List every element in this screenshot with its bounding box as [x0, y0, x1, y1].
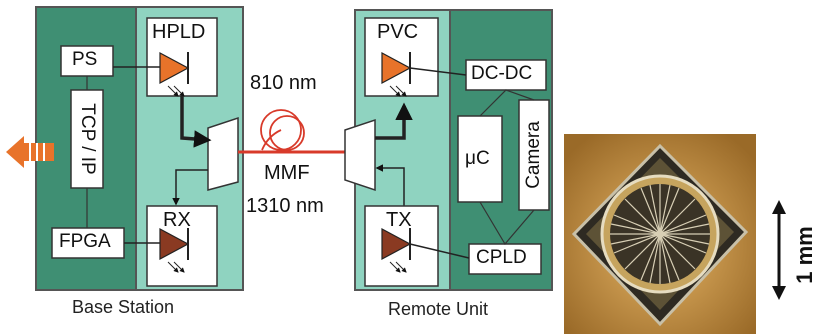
fpga-label: FPGA [59, 231, 111, 252]
dcdc-box [465, 59, 547, 91]
data-out-arrow-icon [6, 136, 54, 168]
tx-label: TX [386, 209, 412, 231]
camera-box [518, 99, 550, 211]
laser-diode-icon [113, 51, 190, 97]
base-station-caption: Base Station [72, 297, 175, 317]
dcdc-label: DC-DC [471, 63, 533, 84]
wavelength-810-label: 810 nm [250, 72, 317, 94]
fiber-link [238, 109, 345, 154]
tcpip-label: TCP / IP [77, 103, 98, 175]
ps-label: PS [72, 49, 98, 70]
ps-box [60, 45, 114, 77]
rx-label: RX [163, 209, 191, 231]
pvc-label: PVC [377, 21, 419, 43]
scale-label: 1 mm [792, 226, 817, 284]
fiber-label: MMF [264, 162, 310, 184]
remote-wdm-coupler [344, 118, 376, 192]
tx-laser-icon [381, 227, 470, 273]
scale-bar [772, 200, 786, 300]
hpld-box [146, 17, 218, 97]
uc-box [457, 115, 503, 203]
cpld-label: CPLD [476, 247, 527, 268]
wavelength-1310-label: 1310 nm [246, 195, 324, 217]
hpld-label: HPLD [152, 21, 206, 43]
tcpip-box [70, 89, 104, 189]
remote-unit-caption: Remote Unit [388, 299, 489, 319]
fpga-box [51, 227, 125, 259]
chip-photo [564, 134, 756, 334]
photodiode-icon [124, 227, 190, 273]
camera-label: Camera [523, 121, 544, 189]
uc-label: μC [465, 148, 490, 169]
base-wdm-coupler [207, 116, 239, 191]
photovoltaic-cell-icon [381, 51, 467, 97]
